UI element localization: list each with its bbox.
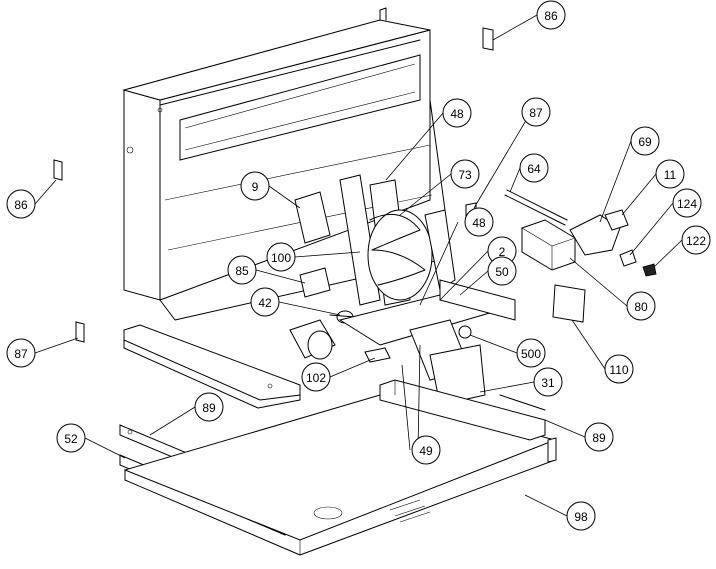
callout-label: 9 [252, 180, 259, 194]
callout-circle [464, 207, 494, 237]
callout-89: 89 [194, 392, 224, 422]
callout-73: 73 [450, 159, 480, 189]
callout-label: 69 [638, 135, 652, 149]
callout-label: 31 [541, 376, 555, 390]
rear-housing [122, 7, 446, 321]
callout-group: 86 86 87 87 48 48 9 73 64 69 11 124 122 100 2 85 50 80 42 1… [6, 0, 711, 531]
callout-label: 52 [64, 432, 78, 446]
callout-label: 87 [529, 106, 543, 120]
callout-circle [240, 171, 270, 201]
callout-circle [56, 423, 86, 453]
callout-circle [6, 338, 36, 368]
callout-circle [626, 291, 656, 321]
callout-circle [519, 153, 549, 183]
callout-circle [250, 287, 280, 317]
callout-89: 89 [584, 422, 614, 452]
callout-circle [672, 188, 702, 218]
callout-80: 80 [626, 291, 656, 321]
callout-circle [655, 159, 685, 189]
callout-label: 85 [235, 264, 249, 278]
callout-110: 110 [604, 354, 634, 384]
electrical-parts [465, 189, 657, 323]
callout-label: 86 [544, 9, 558, 23]
callout-49: 49 [411, 435, 441, 465]
callout-circle [533, 367, 563, 397]
callout-label: 89 [202, 401, 216, 415]
callout-label: 500 [521, 347, 541, 361]
callout-69: 69 [630, 126, 660, 156]
callout-52: 52 [56, 423, 86, 453]
callout-102: 102 [301, 362, 331, 392]
callout-122: 122 [681, 225, 711, 255]
callout-label: 48 [472, 216, 486, 230]
callout-48: 48 [442, 98, 472, 128]
callout-label: 98 [574, 510, 588, 524]
callout-11: 11 [655, 159, 685, 189]
callout-circle [450, 159, 480, 189]
callout-label: 11 [664, 168, 677, 182]
callout-circle [301, 362, 331, 392]
callout-86: 86 [536, 0, 566, 30]
callout-98: 98 [566, 501, 596, 531]
callout-500: 500 [516, 338, 546, 368]
callout-87: 87 [6, 338, 36, 368]
callout-circle [442, 98, 472, 128]
callout-9: 9 [240, 171, 270, 201]
callout-circle [566, 501, 596, 531]
callout-label: 2 [499, 245, 506, 259]
callout-label: 48 [450, 107, 464, 121]
callout-circle [227, 255, 257, 285]
callout-label: 102 [306, 371, 326, 385]
callout-label: 49 [419, 444, 433, 458]
callout-label: 89 [592, 431, 606, 445]
callout-31: 31 [533, 367, 563, 397]
callout-label: 50 [495, 265, 509, 279]
callout-label: 122 [686, 234, 706, 248]
callout-label: 42 [258, 296, 272, 310]
callout-circle [536, 0, 566, 30]
callout-50: 50 [487, 256, 517, 286]
bottom-tray-left [123, 324, 301, 409]
callout-circle [266, 242, 296, 272]
callout-circle [630, 126, 660, 156]
callout-label: 86 [14, 198, 28, 212]
callout-label: 124 [677, 197, 697, 211]
callout-label: 100 [271, 251, 291, 265]
callout-circle [584, 422, 614, 452]
base-tray [123, 379, 557, 556]
callout-circle [516, 338, 546, 368]
callout-87: 87 [521, 97, 551, 127]
callout-124: 124 [672, 188, 702, 218]
callout-circle [194, 392, 224, 422]
callout-label: 73 [458, 168, 472, 182]
callout-64: 64 [519, 153, 549, 183]
callout-label: 87 [14, 347, 28, 361]
callout-label: 64 [527, 162, 541, 176]
callout-circle [487, 256, 517, 286]
callout-48: 48 [464, 207, 494, 237]
callout-86: 86 [6, 189, 36, 219]
callout-circle [681, 225, 711, 255]
trough-parts [338, 279, 516, 406]
callout-85: 85 [227, 255, 257, 285]
auger-assembly [294, 174, 456, 306]
callout-circle [6, 189, 36, 219]
callout-circle [521, 97, 551, 127]
leader-lines [34, 14, 683, 517]
callout-circle [411, 435, 441, 465]
callout-label: 80 [634, 300, 648, 314]
callout-42: 42 [250, 287, 280, 317]
callout-100: 100 [266, 242, 296, 272]
callout-circle [604, 354, 634, 384]
callout-label: 110 [609, 363, 628, 377]
